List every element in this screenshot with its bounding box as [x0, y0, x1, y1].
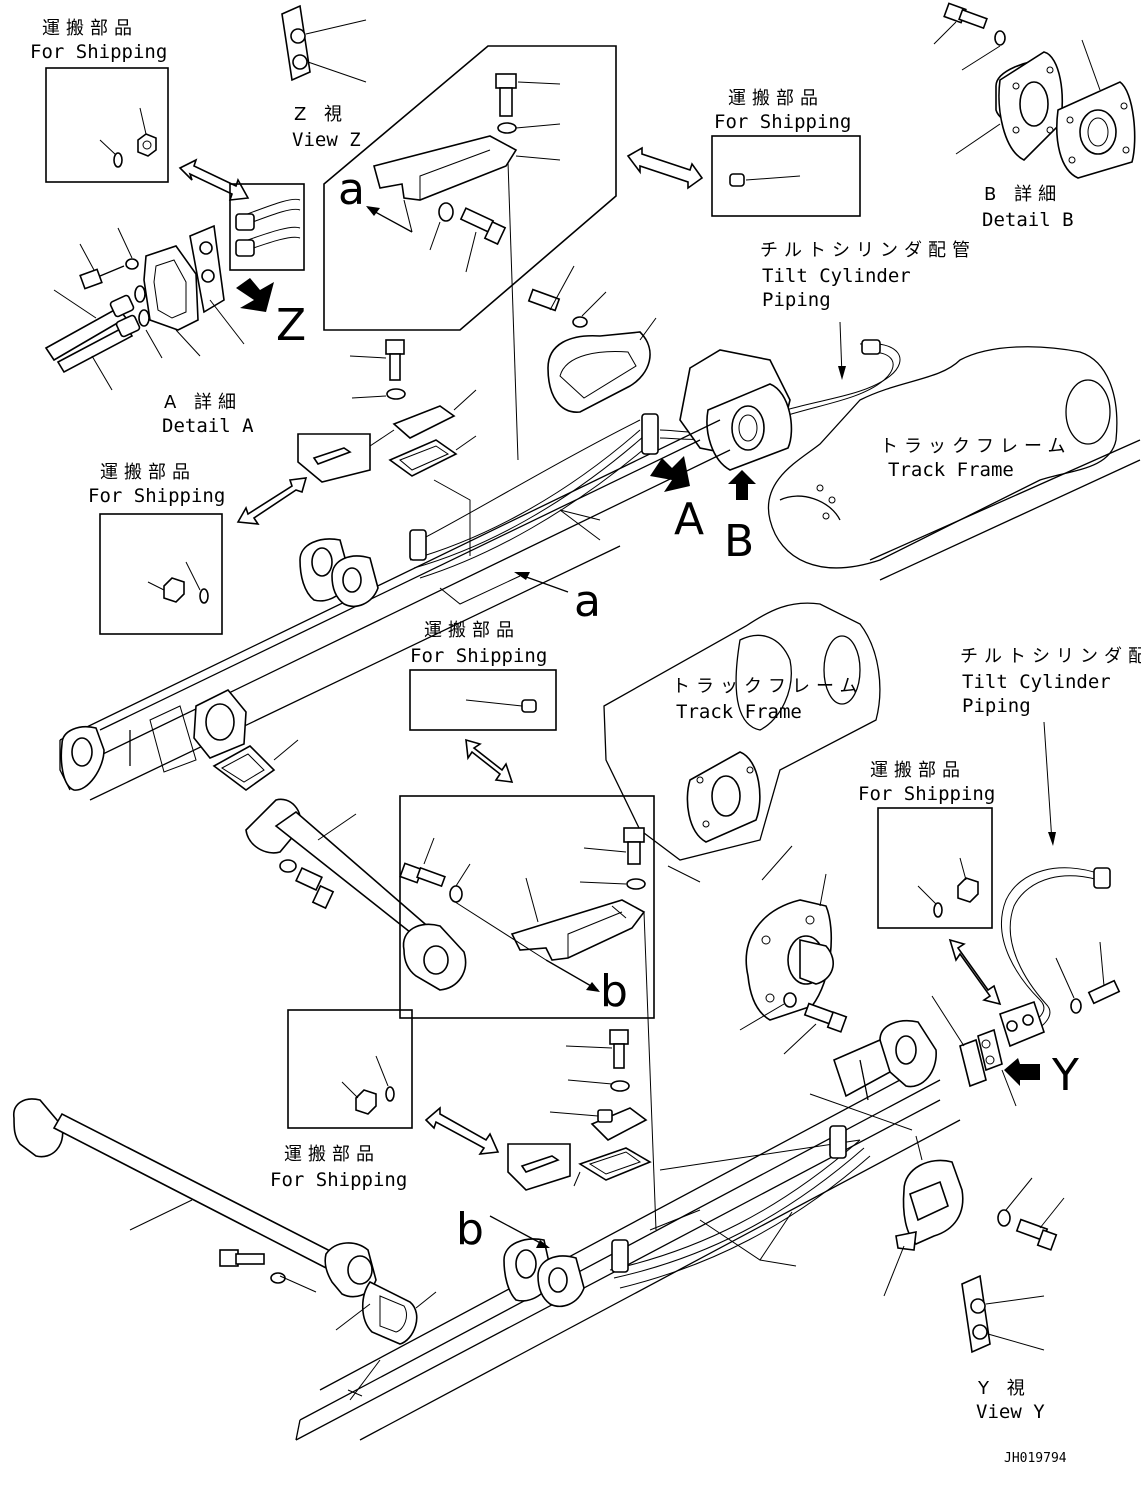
view-y-arrow-icon: Y	[1004, 1050, 1079, 1101]
piping-inset-hoses	[235, 198, 301, 257]
plug-icon	[729, 173, 801, 187]
nut-icon	[137, 133, 157, 157]
shipping-label-en: For Shipping	[30, 41, 167, 63]
upper-cover-plate	[297, 339, 477, 483]
shipping-group-top-left: 運搬部品 For Shipping	[30, 18, 169, 183]
tilt-label-en-1b: Tilt Cylinder	[962, 671, 1111, 693]
upper-main-beam: a	[59, 413, 731, 801]
tilt-label-en-1: Tilt Cylinder	[762, 265, 911, 287]
shipping-label-en-4: For Shipping	[410, 645, 547, 667]
nut-icon-3	[917, 857, 979, 918]
shipping-box-2	[711, 135, 861, 217]
piping-inset-box	[229, 183, 305, 271]
lower-side-cover	[883, 1135, 1065, 1297]
tilt-label-en-2b: Piping	[962, 695, 1031, 717]
arrow-a-icon: A	[650, 456, 704, 545]
shipping-label-jp-4: 運搬部品	[424, 620, 520, 641]
ref-a-letter-top: a	[338, 164, 365, 215]
lower-flange-assembly	[667, 845, 848, 1055]
upper-mount-block	[679, 349, 793, 471]
track-label-jp: トラックフレーム	[880, 436, 1071, 457]
double-arrow-icon-3	[236, 477, 308, 525]
detail-a-cover-inset: a	[323, 45, 617, 461]
view-y-part	[961, 1274, 1045, 1354]
shipping-label-en-6: For Shipping	[270, 1169, 407, 1191]
drawing-code: JH019794	[1004, 1451, 1067, 1466]
detail-b-label-jp: B 詳細	[984, 184, 1062, 205]
upper-side-cover	[527, 265, 657, 413]
washer-icon	[113, 152, 123, 168]
detail-b-label-en: Detail B	[982, 209, 1074, 231]
track-label-en: Track Frame	[888, 459, 1014, 481]
lower-track-frame	[603, 602, 881, 861]
upper-long-shaft	[212, 739, 467, 991]
double-arrow-icon	[178, 158, 250, 201]
nut-icon-2	[147, 561, 209, 604]
nut-icon-4	[341, 1055, 395, 1115]
shipping-box-4	[409, 669, 557, 731]
arrow-y-letter: Y	[1051, 1050, 1079, 1101]
detail-b-cover-inset: b	[399, 795, 657, 1231]
detail-a-label-jp: A 詳細	[164, 392, 242, 413]
shipping-box	[45, 67, 169, 183]
track-label-jp-2: トラックフレーム	[672, 676, 863, 697]
detail-a-assembly	[44, 224, 245, 391]
plug-icon-2	[465, 699, 537, 713]
ref-b-letter-bottom: b	[456, 1204, 484, 1255]
view-y-label-en: View Y	[976, 1401, 1045, 1423]
upper-track-frame	[767, 346, 1141, 581]
view-z-label-en: View Z	[292, 129, 361, 151]
view-y-label-jp: Y 視	[977, 1378, 1031, 1399]
arrow-a-letter: A	[674, 494, 704, 545]
arrow-b-letter: B	[724, 516, 754, 567]
tilt-label-en-2: Piping	[762, 289, 831, 311]
shipping-box-3	[99, 513, 223, 635]
view-z-part	[281, 4, 367, 83]
ref-b-letter-top: b	[600, 966, 628, 1017]
arrow-b-icon: B	[724, 470, 756, 567]
double-arrow-icon-6	[424, 1106, 500, 1155]
lower-main-beam: b	[295, 1020, 961, 1441]
shipping-box-6	[287, 1009, 413, 1129]
shipping-label-jp-2: 運搬部品	[728, 88, 824, 109]
shipping-label-en-3: For Shipping	[88, 485, 225, 507]
arrow-z-letter: Z	[276, 300, 306, 351]
shipping-label-en-5: For Shipping	[858, 783, 995, 805]
lower-cover-plate	[507, 1029, 652, 1191]
tilt-label-jp-2: チルトシリンダ配管	[960, 646, 1141, 667]
double-arrow-icon-5	[948, 938, 1002, 1006]
shipping-label-jp: 運搬部品	[42, 18, 138, 39]
ref-a-letter-bottom: a	[574, 576, 601, 627]
lower-long-shaft	[13, 1098, 437, 1345]
view-z-arrow-icon: Z	[236, 278, 306, 351]
view-z-label-jp: Z 視	[294, 104, 348, 125]
lower-tilt-hoses	[931, 867, 1121, 1107]
shipping-box-5	[877, 807, 993, 929]
detail-a-label-en: Detail A	[162, 415, 254, 437]
shipping-label-jp-5: 運搬部品	[870, 760, 966, 781]
double-arrow-icon-4	[465, 738, 514, 783]
shipping-label-jp-3: 運搬部品	[100, 462, 196, 483]
tilt-label-jp: チルトシリンダ配管	[760, 240, 976, 261]
shipping-label-en-2: For Shipping	[714, 111, 851, 133]
detail-b-assembly	[933, 2, 1136, 179]
double-arrow-icon-2	[626, 146, 704, 190]
shipping-label-jp-6: 運搬部品	[284, 1144, 380, 1165]
track-label-en-2: Track Frame	[676, 701, 802, 723]
